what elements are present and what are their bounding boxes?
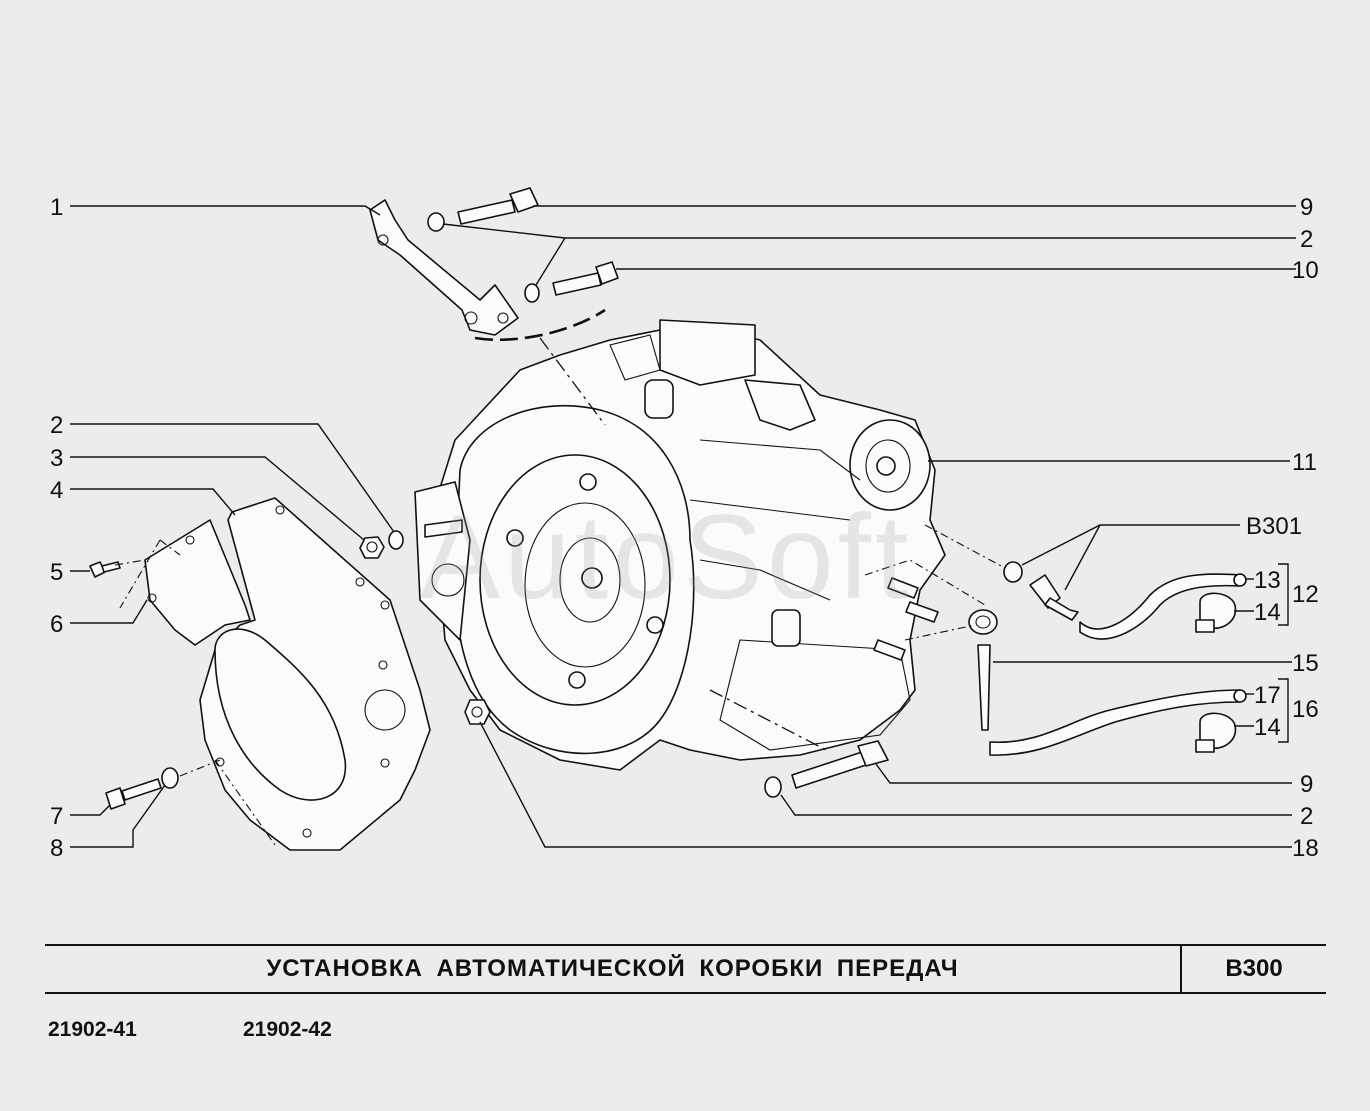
bracket-alignment-arc [474, 308, 606, 342]
bolt-bottom [791, 740, 889, 789]
callout-18: 18 [1292, 835, 1319, 862]
seal-ring [1003, 561, 1023, 583]
leader-lines [70, 205, 1296, 848]
nut-lower [464, 699, 491, 725]
callout-10: 10 [1292, 257, 1319, 284]
hose-clamp-a [1195, 592, 1237, 633]
cover-bolt [105, 778, 162, 810]
callout-1: 1 [50, 194, 63, 221]
assembly-lines [114, 337, 1006, 846]
diagram-title: УСТАНОВКА АВТОМАТИЧЕСКОЙ КОРОБКИ ПЕРЕДАЧ [266, 955, 959, 982]
callout-b301: B301 [1246, 513, 1302, 540]
callout-4: 4 [50, 477, 63, 504]
callout-8: 8 [50, 835, 63, 862]
title-divider [1180, 946, 1182, 992]
callout-11: 11 [1292, 449, 1317, 476]
callout-12: 12 [1292, 581, 1319, 608]
transmission-housing [414, 319, 946, 771]
washer-mid [524, 283, 540, 303]
callout-9-top: 9 [1300, 194, 1313, 221]
callout-5: 5 [50, 559, 63, 586]
washer-top [427, 212, 445, 232]
callout-14-a: 14 [1254, 599, 1281, 626]
model-code-1: 21902-41 [48, 1018, 137, 1041]
callout-14-b: 14 [1254, 714, 1281, 741]
callout-17: 17 [1254, 682, 1281, 709]
washer-left [388, 530, 404, 550]
callout-6: 6 [50, 611, 63, 638]
small-bolt [89, 561, 121, 578]
hose-clamp-b [1195, 712, 1237, 753]
mounting-bracket [369, 199, 519, 336]
washer-bolt [161, 767, 179, 789]
dipstick [968, 609, 998, 731]
bolt-10 [552, 261, 619, 296]
lower-shield [144, 519, 251, 646]
callout-7: 7 [50, 803, 63, 830]
section-code: B300 [1225, 955, 1283, 982]
callout-13: 13 [1254, 567, 1281, 594]
callout-2-left: 2 [50, 412, 63, 439]
bolt-top [457, 187, 539, 225]
nut-left [359, 536, 385, 559]
callout-labels: 1 2 3 4 5 6 7 8 9 2 10 11 B301 13 14 12 … [50, 194, 1319, 862]
callout-3: 3 [50, 445, 63, 472]
breather-fitting [1029, 574, 1079, 621]
callout-9-bottom: 9 [1300, 771, 1313, 798]
callout-15: 15 [1292, 650, 1319, 677]
callout-2-top: 2 [1300, 226, 1313, 253]
title-block: УСТАНОВКА АВТОМАТИЧЕСКОЙ КОРОБКИ ПЕРЕДАЧ… [45, 944, 1326, 994]
callout-2-bottom: 2 [1300, 803, 1313, 830]
callout-16: 16 [1292, 696, 1319, 723]
flywheel-cover-plate [199, 497, 431, 851]
model-code-2: 21902-42 [243, 1018, 332, 1041]
washer-bottom [764, 776, 782, 798]
